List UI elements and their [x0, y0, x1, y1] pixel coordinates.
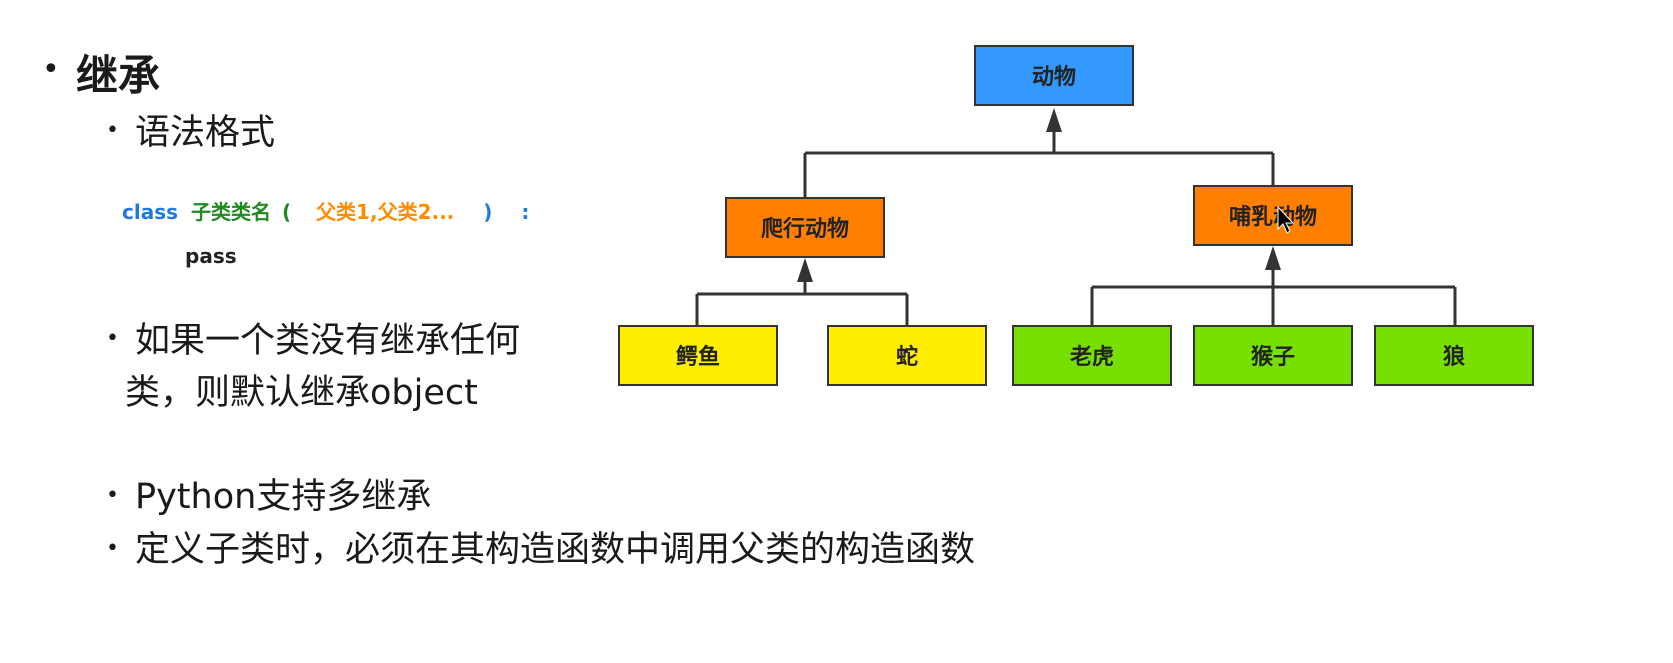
node-crocodile-box — [618, 325, 778, 386]
node-tiger-label: 老虎 — [1069, 344, 1114, 370]
node-reptile: 爬行动物 — [725, 197, 885, 258]
node-wolf-label: 狼 — [1443, 344, 1465, 370]
constructor-text: 定义子类时，必须在其构造函数中调用父类的构造函数 — [135, 530, 976, 570]
arrowhead-mammal — [1265, 246, 1281, 270]
code-line-class: class 子类类名 ( 父类1,父类2... ) : — [122, 196, 529, 225]
default-object-line2: 类，则默认继承object — [125, 373, 478, 413]
arrowhead-root — [1046, 108, 1062, 132]
code-close-paren: ) — [483, 200, 493, 224]
node-tiger-box — [1012, 325, 1172, 386]
bullet-constructor: • — [106, 536, 119, 561]
node-monkey-label: 猴子 — [1251, 345, 1295, 370]
arrowhead-reptile — [797, 258, 813, 282]
code-colon: : — [521, 200, 530, 224]
bullet-multi-inherit: • — [106, 483, 119, 508]
node-monkey: 猴子 — [1193, 325, 1353, 386]
node-reptile-label: 爬行动物 — [761, 216, 849, 242]
node-snake: 蛇 — [827, 325, 987, 386]
connector-lines — [695, 130, 1457, 326]
node-snake-label: 蛇 — [896, 344, 918, 370]
bullet-default-object: • — [106, 326, 119, 351]
node-mammal: 哺乳动物 — [1193, 185, 1353, 246]
inheritance-arrowheads — [797, 108, 1281, 282]
mouse-cursor-icon — [1277, 205, 1295, 234]
node-mammal-box — [1193, 185, 1353, 246]
heading-bullet: • — [42, 52, 60, 87]
node-wolf: 狼 — [1374, 325, 1534, 386]
node-reptile-box — [725, 197, 885, 258]
node-animal-box — [974, 45, 1134, 106]
default-object-line1: 如果一个类没有继承任何 — [135, 321, 521, 361]
node-tiger: 老虎 — [1012, 325, 1172, 386]
code-keyword: class — [122, 200, 179, 224]
multi-inherit-text: Python支持多继承 — [135, 477, 432, 517]
node-animal-label: 动物 — [1032, 64, 1076, 90]
node-wolf-box — [1374, 325, 1534, 386]
code-open-paren: ( — [281, 200, 292, 224]
subheading-bullet: • — [106, 118, 119, 143]
node-crocodile-label: 鳄鱼 — [676, 344, 720, 370]
code-parents: 父类1,父类2... — [316, 200, 455, 224]
node-snake-box — [827, 325, 987, 386]
node-monkey-box — [1193, 325, 1353, 386]
node-crocodile: 鳄鱼 — [618, 325, 778, 386]
node-animal: 动物 — [974, 45, 1134, 106]
code-line-pass: pass — [185, 244, 237, 268]
node-mammal-label: 哺乳动物 — [1229, 204, 1317, 230]
code-child-name: 子类类名 — [190, 200, 271, 224]
syntax-heading: 语法格式 — [135, 113, 276, 153]
page-title: 继承 — [76, 51, 161, 100]
